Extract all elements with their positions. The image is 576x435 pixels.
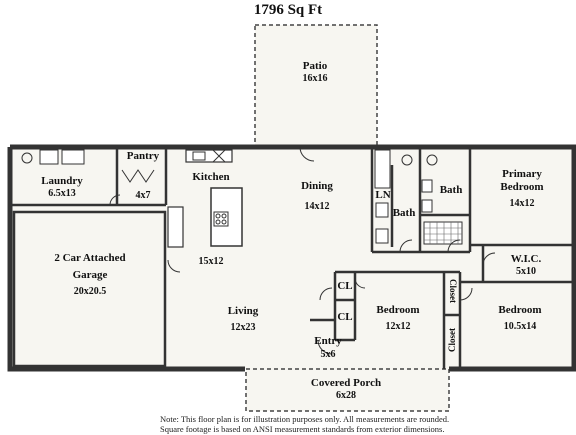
sink-icon: [421, 179, 433, 193]
exterior-walls: [7, 144, 576, 372]
room-dims: 14x12: [509, 198, 535, 210]
bathtub-icon: [374, 149, 391, 189]
note-line1: Note: This floor plan is for illustratio…: [160, 415, 450, 424]
room-dims: 20x20.5: [73, 286, 107, 298]
closet-cl-top: CL: [336, 280, 354, 293]
room-dims: 16x16: [302, 73, 328, 85]
kitchen-counter: [185, 149, 233, 163]
closet-b-label: Closet: [447, 328, 457, 352]
interior-walls: [10, 147, 574, 369]
cooktop-icon: [213, 211, 229, 227]
room-name: Kitchen: [192, 171, 230, 183]
vanity-icon: [375, 228, 389, 244]
room-name: Covered Porch: [310, 377, 382, 389]
burner-icon: [221, 219, 227, 225]
room-name-line1: 2 Car Attached: [54, 252, 126, 264]
burner-icon: [215, 213, 221, 219]
room-name: Laundry: [41, 175, 83, 187]
room-name: LN: [375, 189, 391, 201]
room-name: CL: [337, 311, 353, 323]
room-name: Entry: [314, 335, 342, 347]
linen-closet: LN: [374, 189, 392, 202]
room-dims: 12x12: [385, 321, 411, 333]
room-dims: 14x12: [304, 201, 330, 212]
room-wic: W.I.C. 5x10: [495, 253, 557, 278]
room-name: Bedroom: [498, 304, 542, 316]
room-bath-hall: Bath: [391, 207, 417, 220]
toilet-icon: [426, 154, 438, 166]
room-kitchen-dims: 15x12: [188, 256, 234, 268]
room-name-line1: Primary: [502, 168, 542, 180]
room-laundry: Laundry 6.5x13: [22, 175, 102, 200]
disclaimer-note: Note: This floor plan is for illustratio…: [160, 415, 560, 435]
burner-icon: [215, 219, 221, 225]
room-name: Living: [227, 305, 259, 317]
room-name: W.I.C.: [510, 253, 542, 265]
dryer-icon: [61, 149, 85, 165]
page-title: 1796 Sq Ft: [253, 2, 323, 18]
washer-icon: [39, 149, 59, 165]
toilet-icon: [401, 154, 413, 166]
house-floor: [10, 147, 574, 369]
burner-icon: [221, 213, 227, 219]
room-garage: 2 Car Attached Garage 20x20.5: [30, 252, 150, 298]
sink-icon: [421, 199, 433, 213]
room-bath-primary: Bath: [436, 184, 466, 197]
room-dims: 6.5x13: [48, 188, 76, 200]
room-name: Bath: [439, 184, 463, 196]
room-dims: 10.5x14: [503, 321, 537, 333]
water-heater-icon: [21, 152, 33, 164]
room-entry: Entry 5x6: [306, 335, 350, 361]
kitchen-counter-side: [167, 206, 184, 248]
room-dining-dims: 14x12: [282, 201, 352, 213]
room-name: Bath: [392, 207, 416, 219]
room-name: Pantry: [126, 150, 160, 162]
sink-icon: [192, 151, 206, 161]
closet-cl-bottom: CL: [336, 311, 354, 324]
room-name-line2: Bedroom: [500, 181, 544, 194]
room-name: Dining: [301, 180, 333, 192]
closet-a-label: Closet: [448, 279, 458, 303]
room-dims: 15x12: [198, 256, 224, 267]
note-line2: Square footage is based on ANSI measurem…: [160, 423, 445, 434]
room-pantry-dims: 4x7: [120, 190, 166, 202]
porch-area: [245, 368, 450, 412]
room-dims: 5x6: [320, 349, 336, 361]
patio-area: [254, 24, 378, 148]
room-name-line2: Garage: [72, 269, 108, 282]
room-dims: 6x28: [336, 390, 356, 402]
pantry-door-icon: [121, 169, 155, 183]
vanity-icon: [375, 202, 389, 218]
room-dims: 12x23: [230, 322, 256, 334]
room-pantry: Pantry: [120, 150, 166, 163]
room-living: Living 12x23: [208, 305, 278, 334]
room-porch: Covered Porch 6x28: [276, 377, 416, 402]
room-bedroom-mid: Bedroom 12x12: [358, 304, 438, 333]
room-dining: Dining: [282, 180, 352, 193]
room-primary-bedroom: Primary Bedroom 14x12: [476, 168, 568, 210]
room-bedroom-right: Bedroom 10.5x14: [478, 304, 562, 333]
room-name: CL: [337, 280, 353, 292]
room-name: Patio: [302, 60, 328, 72]
room-dims: 5x10: [516, 266, 536, 278]
room-kitchen: Kitchen: [176, 171, 246, 184]
room-patio: Patio 16x16: [270, 60, 360, 85]
room-name: Bedroom: [376, 304, 420, 316]
shower-icon: [423, 221, 463, 245]
room-dims: 4x7: [135, 190, 151, 201]
door-swings: [109, 146, 496, 355]
